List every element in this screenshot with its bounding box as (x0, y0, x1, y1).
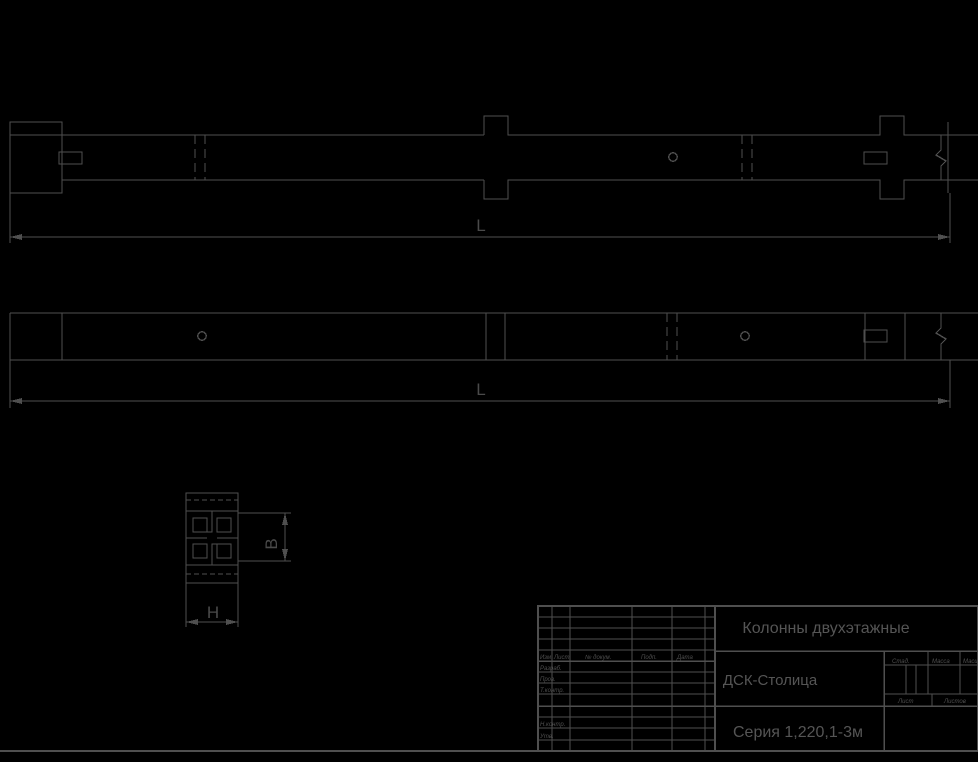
tb-role-razrab: Разраб. (540, 666, 562, 672)
tb-role-nkontr: Н.контр. (540, 722, 565, 728)
dim-arrow-H-right (226, 619, 238, 625)
tb-label-sheet-listov: Листов (943, 699, 966, 705)
dimension-label-L-side: L (476, 380, 485, 399)
dim-arrow-B-bottom (282, 549, 288, 561)
title-block-organization: ДСК-Столица (723, 672, 818, 689)
title-block-series: Серия 1,220,1-3м (733, 724, 863, 741)
section-cross-arm-2 (211, 543, 217, 558)
tb-label-data: Дата (676, 655, 693, 661)
dim-arrow-H-left (186, 619, 198, 625)
tb-label-massa: Масса (932, 659, 950, 665)
side-hole-left (197, 331, 207, 341)
dimension-label-B: B (262, 538, 281, 549)
section-pocket-bl (192, 543, 208, 559)
dim-arrow-right-side (938, 398, 950, 404)
tb-label-masshtab: Масштаб (963, 659, 978, 665)
view-front-elevation (9, 115, 978, 243)
corbel-center-bottom (483, 179, 750, 200)
lifting-hole-left (58, 151, 83, 165)
tb-label-podp: Подп. (641, 655, 657, 661)
tb-role-utv: Утв. (539, 734, 554, 740)
view-cross-section (185, 492, 291, 627)
dim-arrow-left-front (10, 234, 22, 240)
tb-label-sheet-list: Лист (897, 699, 913, 705)
title-block (537, 605, 978, 752)
corbel-right-bottom (750, 179, 948, 200)
tb-label-izm: Изм. (540, 655, 553, 661)
section-pocket-br (216, 543, 232, 559)
side-hole-right (740, 331, 750, 341)
corbel-center-top (483, 115, 750, 136)
side-lifting-hole (863, 329, 888, 343)
break-line-front (934, 135, 948, 180)
hole-circle-front (668, 152, 678, 162)
dim-arrow-B-top (282, 513, 288, 525)
column-base-left-outline (9, 122, 63, 194)
dimension-label-L-front: L (476, 216, 485, 235)
column-base-left-top (9, 121, 63, 136)
lifting-hole-right (863, 151, 888, 165)
tb-label-stadia: Стад. (892, 659, 910, 665)
corbel-right-top (750, 115, 948, 136)
title-block-border (537, 605, 978, 752)
tb-label-list: Лист (553, 655, 569, 661)
view-side-elevation (9, 312, 978, 408)
section-pocket-tl (192, 517, 208, 533)
section-pocket-tr (216, 517, 232, 533)
break-line-side (934, 313, 948, 360)
dim-arrow-left-side (10, 398, 22, 404)
tb-role-prov: Пров. (540, 677, 556, 683)
dim-arrow-right-front (938, 234, 950, 240)
tb-role-tkontr: Т.контр. (540, 688, 564, 694)
title-block-drawing-name: Колонны двухэтажные (742, 620, 909, 637)
dimension-label-H: H (207, 603, 219, 622)
tb-label-n-dokum: № докум. (585, 654, 611, 661)
section-cross-arm-1 (207, 518, 213, 533)
